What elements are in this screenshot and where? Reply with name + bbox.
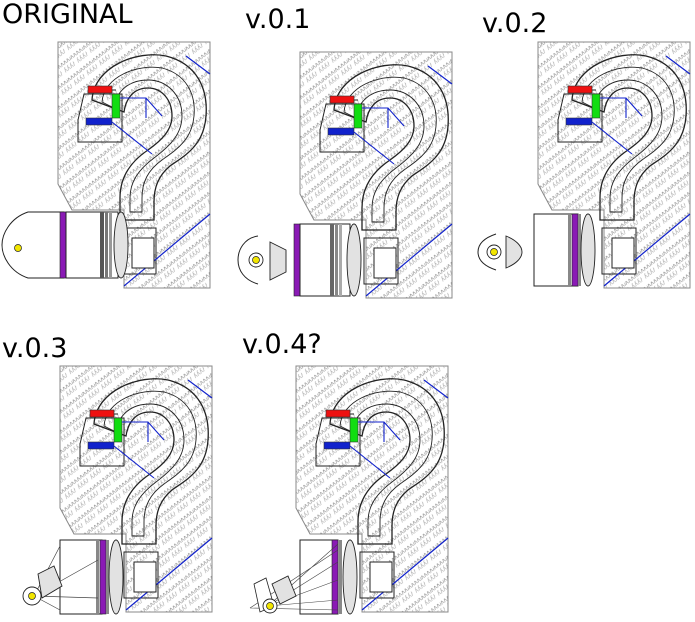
panel-v01: v.0.1 [237,4,453,299]
panel-label: v.0.4? [242,329,322,360]
panel-v02: v.0.2 [477,8,691,289]
light-source-v01 [237,223,362,297]
panel-v04: v.0.4? [242,329,449,615]
light-source-v04 [249,539,358,615]
panel-label: ORIGINAL [2,0,133,30]
light-source-v02 [477,213,596,287]
light-source-original [1,211,129,279]
panel-label: v.0.3 [2,333,67,364]
panel-v03: v.0.3 [2,333,213,615]
panel-label: v.0.2 [482,8,547,39]
panel-label: v.0.1 [245,4,310,35]
panel-original: ORIGINAL [1,0,211,289]
light-source-v03 [22,539,124,615]
